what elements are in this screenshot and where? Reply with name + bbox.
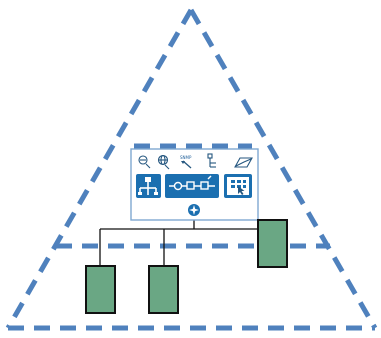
compass-icon[interactable] — [188, 204, 200, 216]
snmp-label: SNMP — [180, 155, 192, 160]
hierarchy-tile[interactable] — [136, 174, 161, 198]
device-left[interactable] — [85, 265, 116, 314]
snmp-icon: SNMP — [180, 155, 192, 169]
globe-search-icon — [138, 155, 151, 169]
outer-triangle — [5, 8, 378, 331]
app-grid-icon — [231, 180, 246, 195]
pipeline-tile[interactable] — [165, 174, 219, 198]
device-center[interactable] — [148, 265, 179, 314]
hierarchy-icon — [138, 177, 158, 195]
device-right[interactable] — [257, 219, 288, 268]
mail-check-icon — [234, 157, 253, 168]
app-grid-tile[interactable] — [224, 174, 252, 198]
pipeline-icon — [169, 175, 215, 191]
tree-structure-icon — [207, 153, 216, 168]
globe-network-icon — [157, 154, 170, 170]
wiring — [99, 218, 272, 266]
management-panel: SNMP — [130, 148, 259, 221]
